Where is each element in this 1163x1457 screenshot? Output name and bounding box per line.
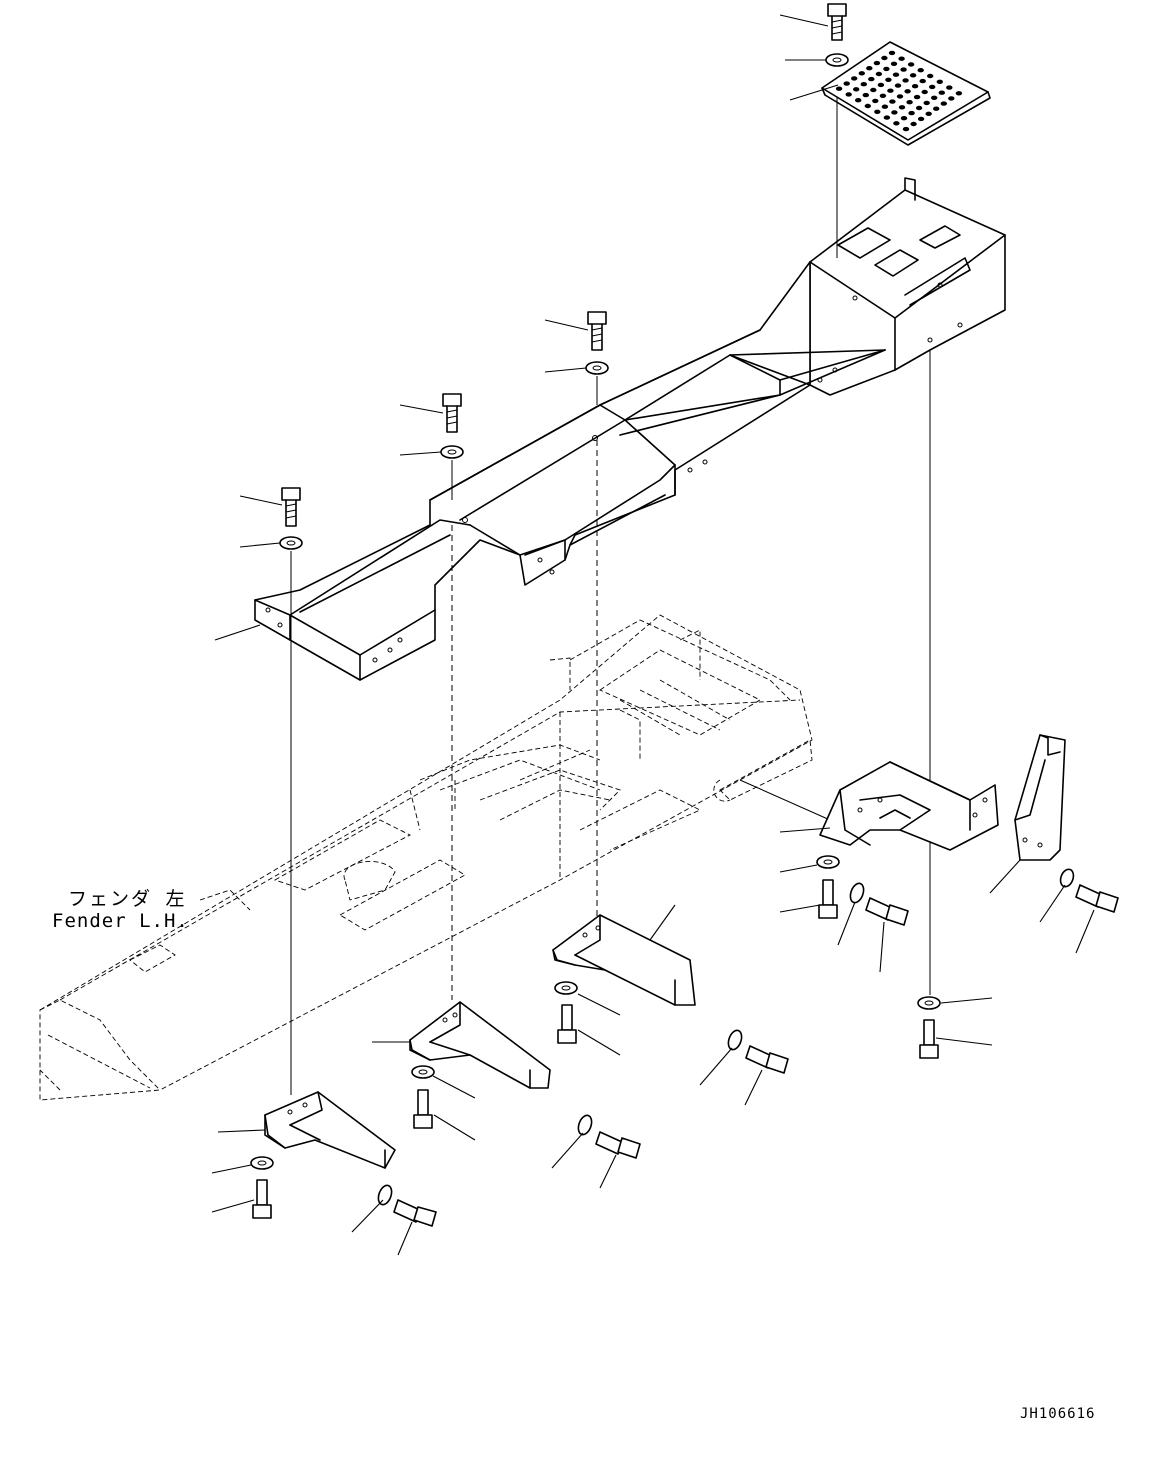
fender-label-jp: フェンダ 左	[68, 888, 187, 910]
bracket-a	[250, 1091, 437, 1227]
alignment-lines	[290, 98, 931, 1095]
drawing-id: JH106616	[1020, 1406, 1096, 1422]
fender-frame-outline	[39, 614, 813, 1101]
bracket-c	[552, 914, 789, 1074]
perforated-plate	[821, 41, 991, 146]
leader-lines	[211, 14, 1095, 1256]
bracket-b	[409, 1001, 641, 1159]
fender-label-en: Fender L.H.	[52, 910, 189, 932]
floor-cover-assembly	[254, 177, 1006, 681]
rear-bolt	[917, 996, 941, 1059]
side-bracket	[816, 761, 999, 926]
top-bolt-3	[440, 393, 464, 459]
top-bolt-2	[585, 311, 609, 375]
top-bolt-4	[279, 487, 303, 550]
top-bolt-1	[825, 3, 849, 67]
gusset-plate	[1014, 734, 1119, 913]
